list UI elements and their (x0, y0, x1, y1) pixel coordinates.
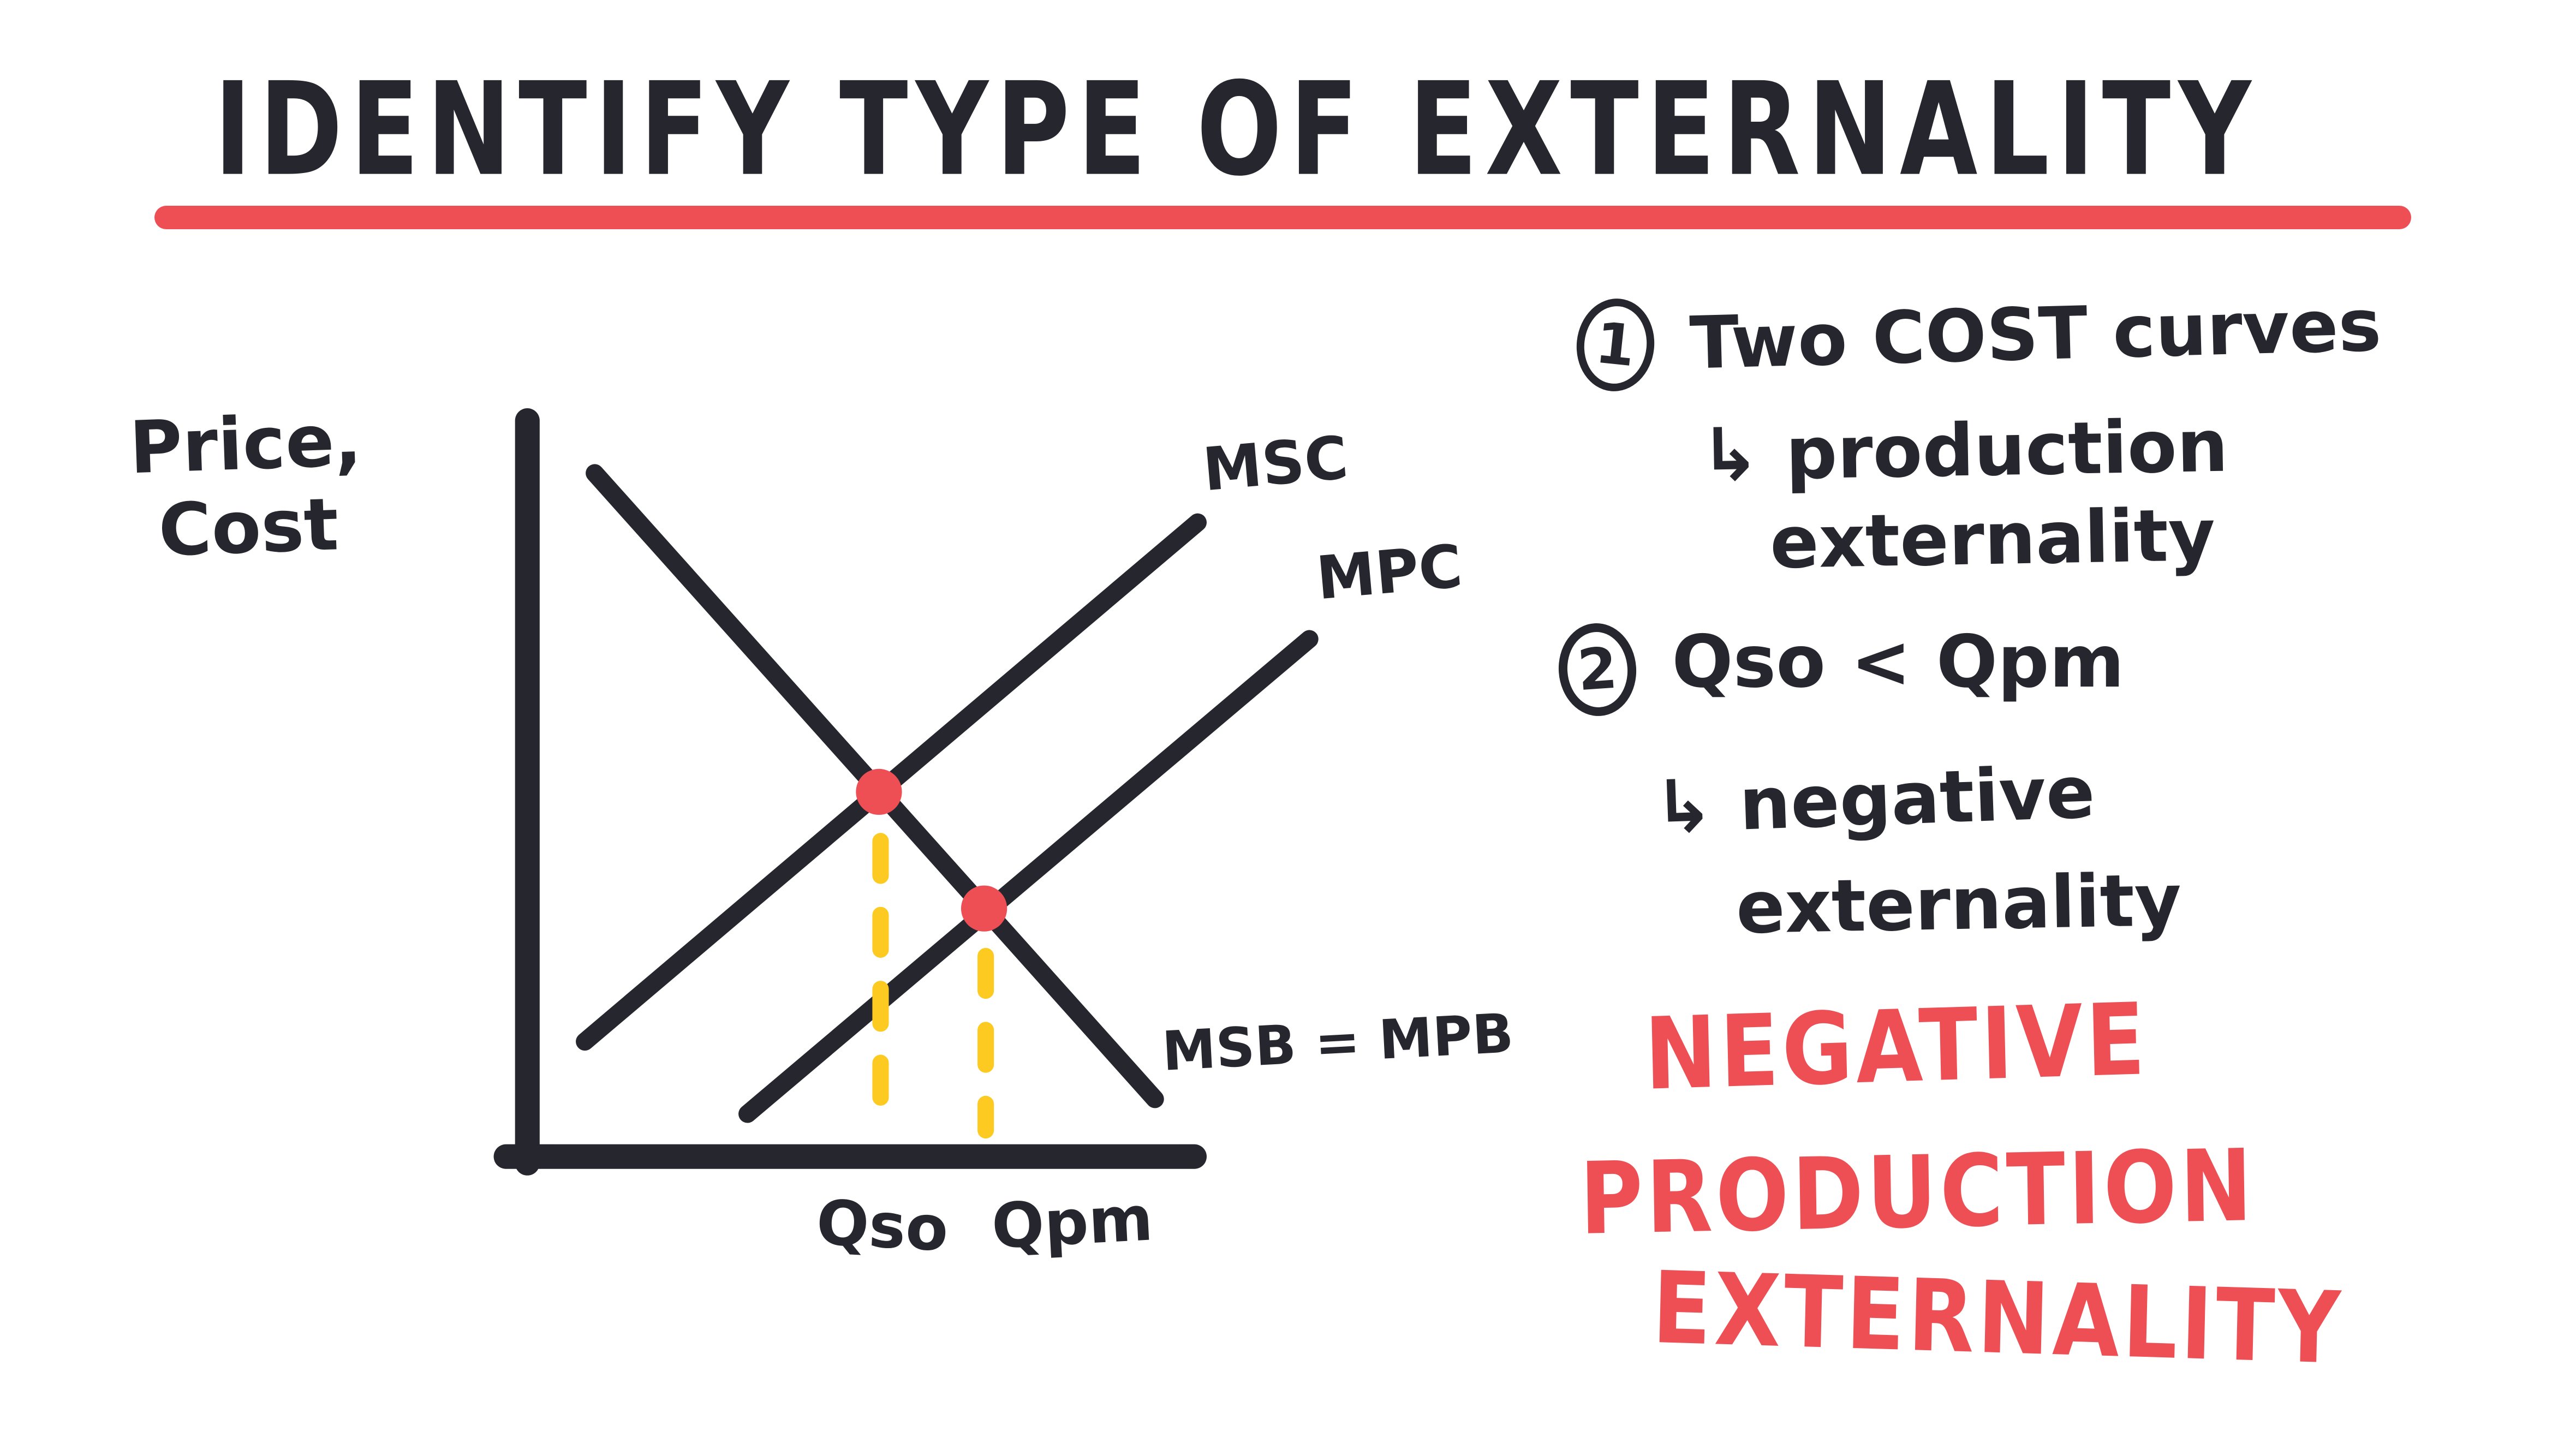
mpc-curve-label: MPC (1313, 531, 1465, 613)
y-axis-label-line1: Price, (128, 398, 363, 491)
note-2-subline-1: ↳ negative (1652, 750, 2097, 850)
y-axis-label-line2: Cost (157, 482, 341, 574)
note-1-subline-2: externality (1769, 493, 2216, 585)
title-underline (154, 206, 2411, 230)
qpm-intersection-dot (961, 885, 1007, 932)
mpc-curve (738, 630, 1319, 1123)
note-1-number-text: 1 (1592, 310, 1638, 380)
conclusion-line-1: NEGATIVE (1643, 981, 2150, 1113)
y-axis-label: Price, Cost (85, 397, 410, 576)
note-2-subline-2: externality (1735, 858, 2183, 950)
qso-intersection-dot (856, 768, 902, 815)
note-1-subline-1: ↳ production (1699, 404, 2229, 498)
conclusion-line-2: PRODUCTION (1579, 1128, 2257, 1257)
qpm-axis-label: Qpm (989, 1182, 1155, 1263)
msc-curve-label: MSC (1200, 422, 1351, 505)
conclusion-line-3: EXTERNALITY (1651, 1250, 2345, 1387)
note-2-number-text: 2 (1575, 635, 1619, 703)
qso-axis-label: Qso (814, 1186, 951, 1265)
note-2-heading: Qso < Qpm (1672, 620, 2125, 705)
page-title: IDENTIFY TYPE OF EXTERNALITY (214, 55, 2259, 205)
